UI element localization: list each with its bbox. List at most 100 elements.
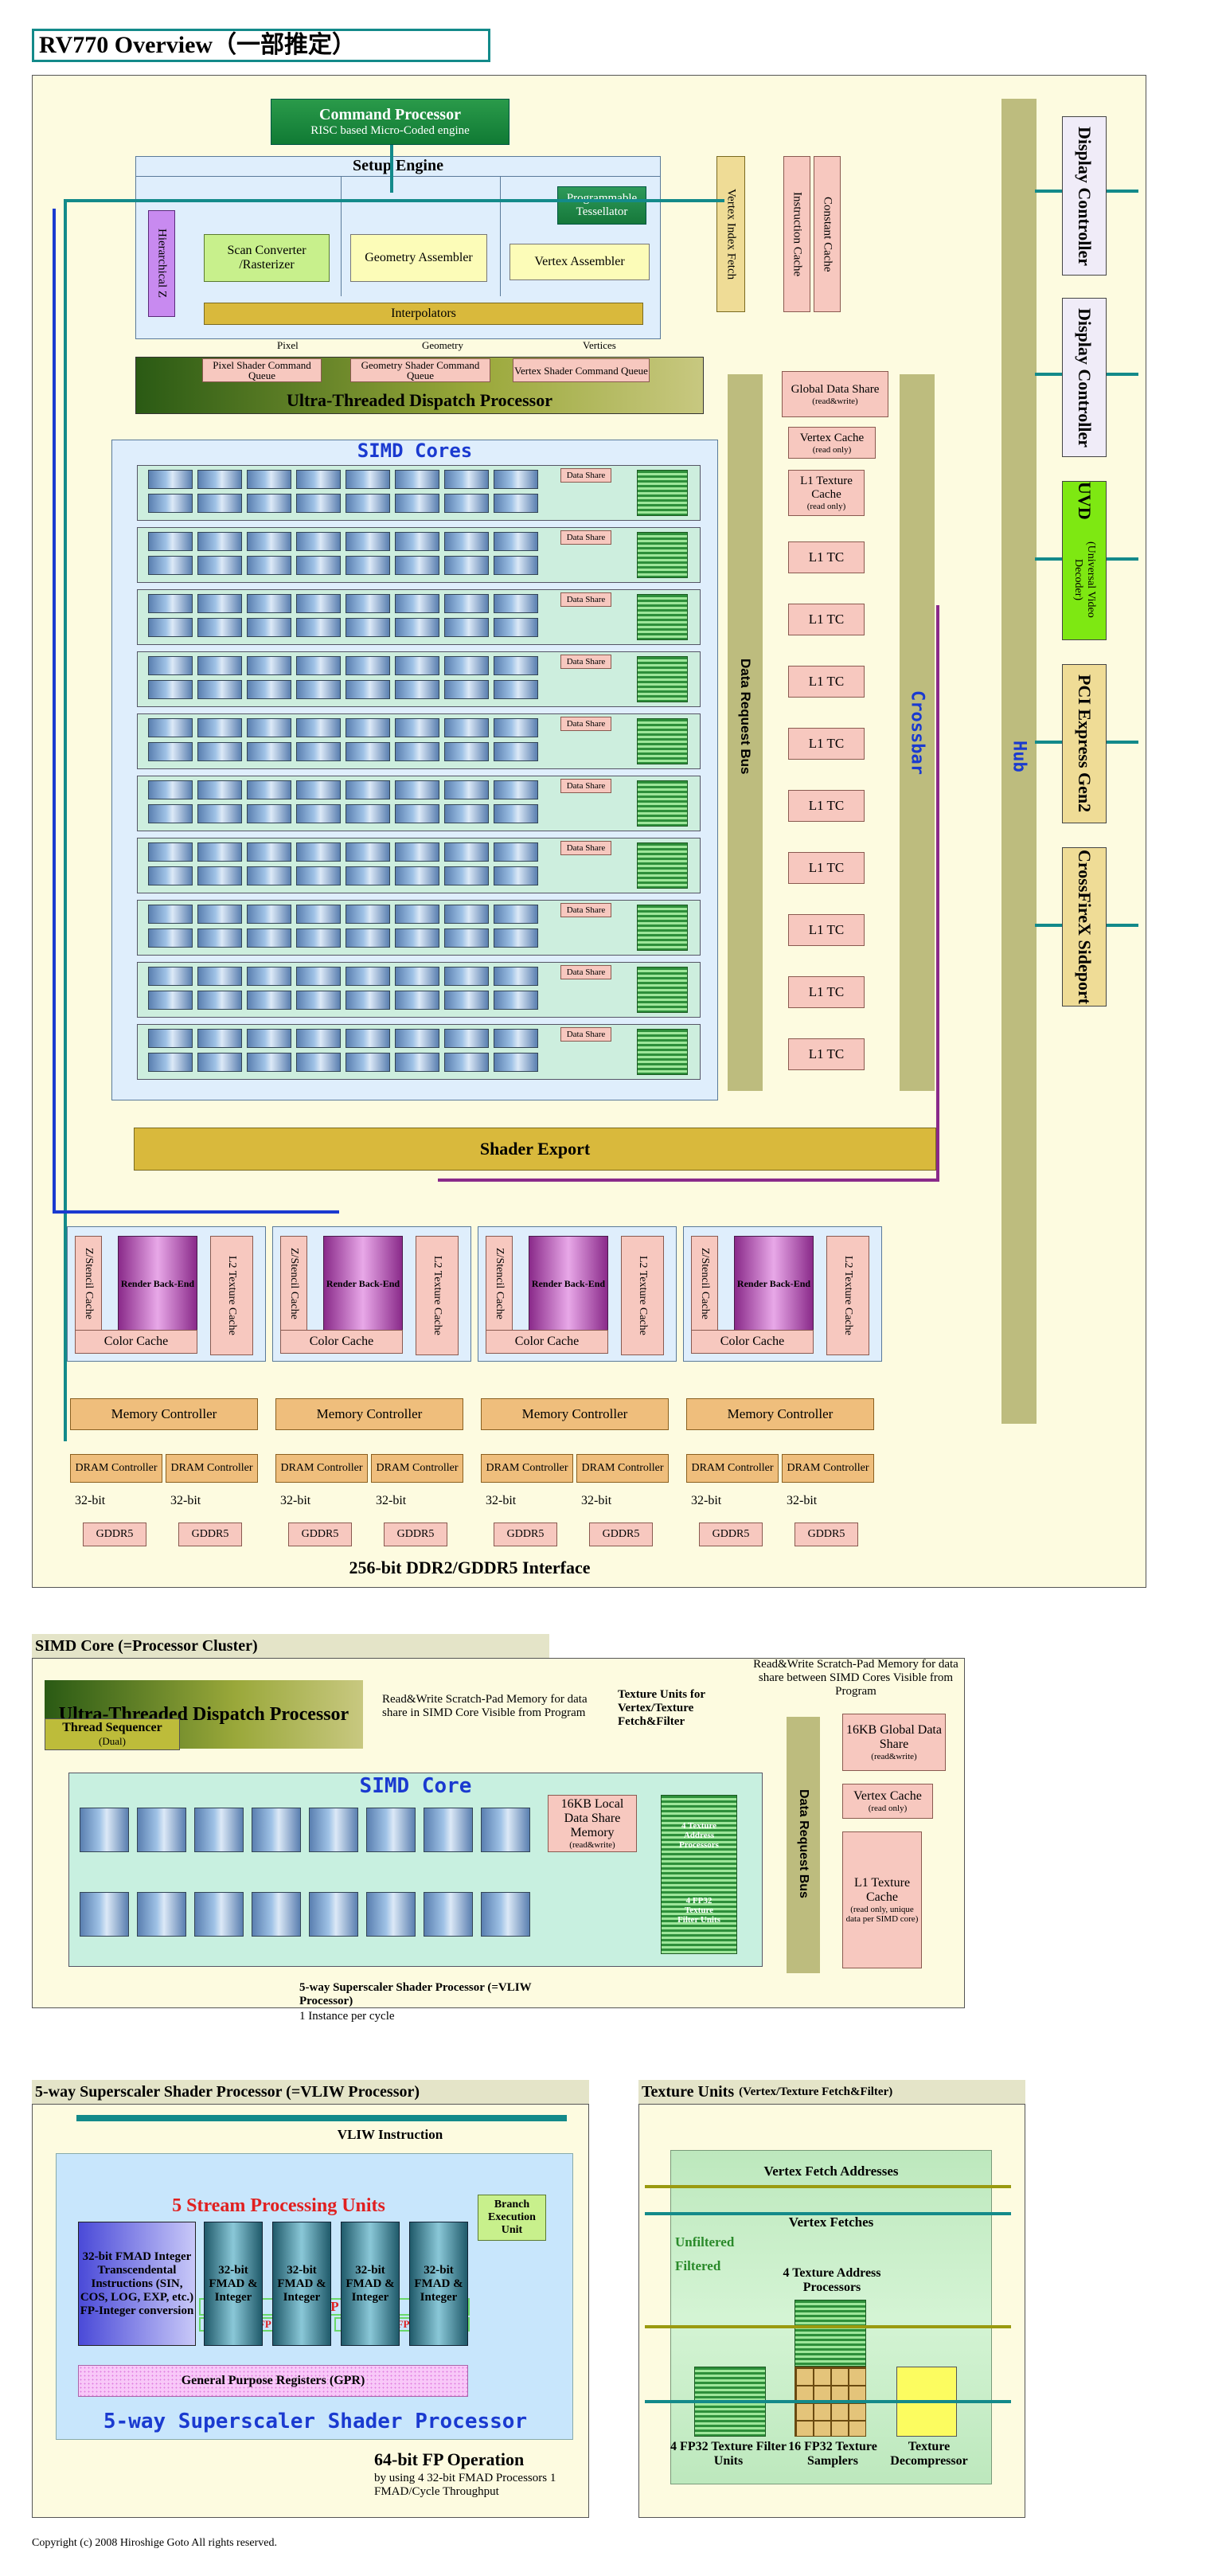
stream-core: [494, 718, 538, 737]
stream-core: [395, 928, 439, 948]
stream-core: [296, 618, 341, 637]
decompressor-label: Texture Decompressor: [890, 2440, 968, 2468]
vertex-shader-queue: Vertex Shader Command Queue: [513, 358, 650, 382]
z-stencil-cache: Z/Stencil Cache: [486, 1236, 513, 1331]
global-data-share: Global Data Share (read&write): [782, 371, 888, 417]
data-share: Data Share: [560, 903, 611, 917]
stream-core: [395, 470, 439, 489]
setup-engine-title: Setup Engine: [135, 156, 661, 177]
sp-note-sub: 1 Instance per cycle: [299, 2010, 395, 2023]
stream-core: [494, 1029, 538, 1048]
dram-controller: DRAM Controller: [70, 1454, 162, 1483]
simd-cores-title: SIMD Cores: [357, 440, 473, 462]
color-cache: Color Cache: [280, 1330, 403, 1354]
hierarchical-z: Hierarchical Z: [148, 210, 175, 317]
stream-core: [444, 1053, 489, 1072]
simd-gds-label: 16KB Global Data Share: [846, 1723, 942, 1751]
stream-core: [252, 1808, 301, 1852]
data-share: Data Share: [560, 468, 611, 483]
stream-core: [346, 1029, 390, 1048]
stream-core: [296, 680, 341, 699]
render-backend: Render Back-End: [323, 1236, 403, 1331]
local-data-share: 16KB Local Data Share Memory (read&write…: [548, 1795, 637, 1852]
stream-core: [395, 991, 439, 1010]
fp64-op: 64-bit FP Operation: [374, 2449, 525, 2469]
stream-core: [395, 656, 439, 675]
stream-core: [148, 618, 193, 637]
stream-core: [197, 618, 242, 637]
stream-core: [346, 532, 390, 551]
stream-core: [247, 928, 291, 948]
stream-core: [395, 532, 439, 551]
stream-core: [137, 1808, 186, 1852]
stream-core: [148, 866, 193, 885]
stream-core: [197, 1053, 242, 1072]
pixel-label: Pixel: [277, 339, 299, 351]
display-controller: Display Controller: [1062, 116, 1107, 276]
stream-core: [148, 1029, 193, 1048]
stream-core: [247, 556, 291, 575]
note-local: Read&Write Scratch-Pad Memory for data s…: [382, 1693, 588, 1719]
gddr5: GDDR5: [699, 1523, 763, 1546]
data-share: Data Share: [560, 965, 611, 979]
stream-core: [444, 718, 489, 737]
stream-core: [346, 866, 390, 885]
stream-core: [395, 905, 439, 924]
texture-header-sub: (Vertex/Texture Fetch&Filter): [739, 2085, 893, 2098]
hub-label: Hub: [1009, 741, 1029, 772]
stream-core: [444, 991, 489, 1010]
stream-core: [494, 656, 538, 675]
connector: [53, 209, 56, 1212]
vliw-bottom-title: 5-way Superscaler Shader Processor: [103, 2410, 528, 2433]
data-request-bus-label: Data Request Bus: [738, 659, 753, 775]
stream-core: [296, 991, 341, 1010]
fmad-unit: 32-bit FMAD & Integer: [204, 2222, 263, 2346]
l1-texture-cache-label: L1 Texture Cache: [800, 475, 853, 501]
gds-note: (read&write): [812, 396, 858, 406]
command-processor-title: Command Processor: [319, 106, 461, 123]
vliw-bus: [76, 2115, 567, 2121]
vliw-instruction: VLIW Instruction: [337, 2127, 443, 2142]
samplers-label: 16 FP32 Texture Samplers: [788, 2440, 877, 2468]
render-backend: Render Back-End: [529, 1236, 608, 1331]
bit-label: 32-bit: [486, 1494, 517, 1507]
stream-core: [296, 780, 341, 799]
texture-unit-stack: [637, 905, 688, 951]
vertex-cache: Vertex Cache (read only): [788, 427, 876, 459]
stream-core: [247, 718, 291, 737]
dram-controller: DRAM Controller: [481, 1454, 573, 1483]
stream-core: [197, 718, 242, 737]
gddr5: GDDR5: [83, 1523, 146, 1546]
stream-core: [395, 804, 439, 823]
stream-core: [296, 532, 341, 551]
dispatch-title: Ultra-Threaded Dispatch Processor: [286, 390, 553, 410]
stream-core: [197, 1029, 242, 1048]
stream-core: [395, 594, 439, 613]
stream-core: [197, 842, 242, 862]
stream-core: [247, 594, 291, 613]
texture-unit-stack: [637, 532, 688, 578]
gddr5: GDDR5: [288, 1523, 352, 1546]
stream-core: [247, 1053, 291, 1072]
bit-label: 32-bit: [280, 1494, 311, 1507]
stream-core: [444, 1029, 489, 1048]
data-share: Data Share: [560, 592, 611, 607]
texture-unit-stack: [637, 842, 688, 889]
stream-core: [309, 1892, 358, 1937]
connector: [1107, 190, 1138, 193]
stream-core: [148, 991, 193, 1010]
stream-core: [296, 866, 341, 885]
stream-core: [296, 804, 341, 823]
gddr5: GDDR5: [384, 1523, 447, 1546]
instruction-cache: Instruction Cache: [783, 156, 810, 312]
connector: [1107, 557, 1138, 561]
vertices-label: Vertices: [583, 339, 616, 351]
color-cache: Color Cache: [691, 1330, 814, 1354]
gds-label: Global Data Share: [791, 382, 880, 396]
data-request-bus: [728, 374, 763, 1091]
stream-core: [395, 780, 439, 799]
stream-core: [197, 742, 242, 761]
constant-cache: Constant Cache: [814, 156, 841, 312]
stream-core: [395, 1053, 439, 1072]
stream-core: [296, 1029, 341, 1048]
